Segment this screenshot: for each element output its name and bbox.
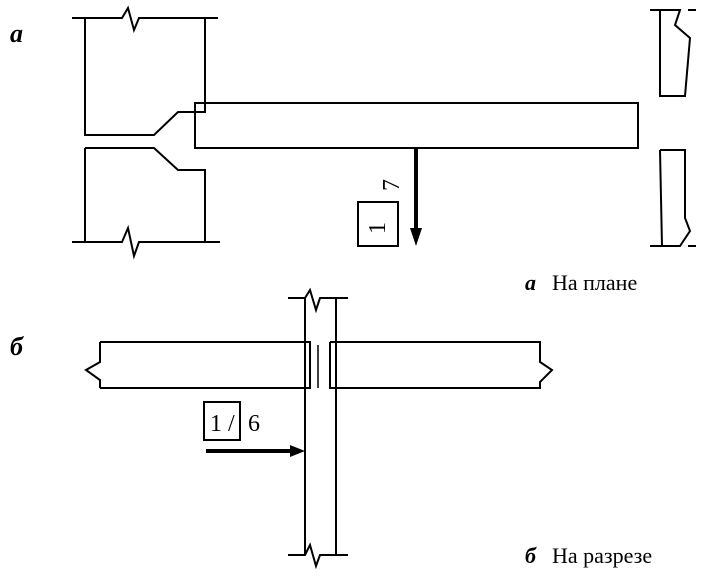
section-column — [288, 287, 348, 570]
section-mark-left-number: 1 — [210, 411, 222, 437]
plan-mark: 1 7 — [357, 179, 405, 247]
upper-left-wall — [72, 5, 218, 136]
section-view-letter: б — [10, 332, 24, 361]
plan-caption-text: На плане — [552, 270, 637, 295]
lower-left-wall — [72, 147, 220, 260]
right-wall-lower — [650, 149, 696, 247]
plan-mark-right-number: 7 — [379, 179, 405, 191]
plan-arrow-head — [410, 228, 422, 246]
section-arrow-head — [290, 445, 305, 457]
section-left-beam — [84, 341, 311, 389]
section-caption-text: На разрезе — [552, 543, 652, 568]
section-caption-letter: б — [525, 543, 537, 568]
section-view: б 1 / 6 б На разрезе — [10, 287, 652, 570]
plan-mark-box — [357, 201, 399, 247]
plan-view-letter: а — [10, 19, 23, 48]
section-right-beam — [329, 341, 554, 389]
section-mark-right-number: 6 — [248, 411, 260, 437]
plan-view: а 1 7 а На плане — [10, 5, 696, 295]
plan-mark-left-number: 1 — [365, 222, 391, 234]
section-mark-box — [203, 401, 241, 441]
section-mark-separator: / — [228, 411, 235, 437]
right-wall-upper — [650, 9, 696, 97]
plan-beam — [194, 102, 639, 149]
section-mark: 1 / 6 — [203, 401, 260, 441]
plan-caption-letter: а — [525, 270, 536, 295]
